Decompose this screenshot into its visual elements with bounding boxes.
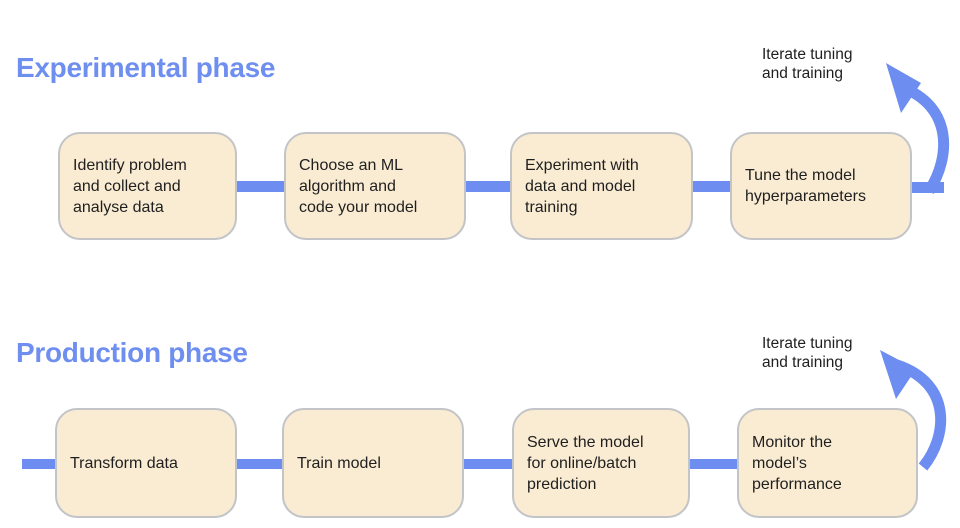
connector-line xyxy=(458,459,518,469)
step-box-identify-problem: Identify problem and collect and analyse… xyxy=(58,132,237,240)
step-text-line: performance xyxy=(752,475,842,493)
step-text-line: Identify problem xyxy=(73,156,187,174)
step-text-line: analyse data xyxy=(73,198,164,216)
step-box-tune-hyperparameters: Tune the model hyperparameters xyxy=(730,132,912,240)
step-text-line: prediction xyxy=(527,475,597,493)
step-box-train-model: Train model xyxy=(282,408,464,518)
iterate-arrowhead xyxy=(880,350,916,399)
step-box-monitor-performance: Monitor the model’s performance xyxy=(737,408,918,518)
step-text-line: training xyxy=(525,198,578,216)
step-box-serve-model: Serve the model for online/batch predict… xyxy=(512,408,690,518)
connector-line xyxy=(230,181,290,192)
iterate-arrow-icon xyxy=(886,63,950,194)
step-box-choose-algorithm: Choose an ML algorithm and code your mod… xyxy=(284,132,466,240)
connector-line xyxy=(460,181,516,192)
connector-line xyxy=(22,459,60,469)
iterate-note-line: and training xyxy=(762,354,844,371)
step-text-line: code your model xyxy=(299,198,418,216)
connector-line xyxy=(688,181,736,192)
connector-line xyxy=(685,459,742,469)
phase-title-production: Production phase xyxy=(16,337,248,368)
iterate-arrow-curve xyxy=(898,81,950,194)
step-text-line: data and model xyxy=(525,177,636,195)
step-box-transform-data: Transform data xyxy=(55,408,237,518)
step-text-line: for online/batch xyxy=(527,454,637,472)
iterate-note-experimental: Iterate tuning and training xyxy=(762,45,852,83)
step-text-line: algorithm and xyxy=(299,177,396,195)
iterate-note-production: Iterate tuning and training xyxy=(762,334,852,372)
iterate-note-line: Iterate tuning xyxy=(762,335,853,352)
iterate-arrowhead xyxy=(886,63,921,113)
phase-title-experimental: Experimental phase xyxy=(16,52,276,83)
connector-line xyxy=(230,459,288,469)
step-text-line: Train model xyxy=(297,454,381,472)
step-text-line: Transform data xyxy=(70,454,178,472)
step-text-line: Choose an ML xyxy=(299,156,404,174)
iterate-arrow-icon xyxy=(880,350,947,471)
step-text-line: Tune the model xyxy=(745,167,856,184)
step-text-line: model’s xyxy=(752,454,807,472)
step-box-experiment-training: Experiment with data and model training xyxy=(510,132,693,240)
step-text-line: Serve the model xyxy=(527,433,644,451)
step-text-line: and collect and xyxy=(73,177,181,195)
iterate-note-line: and training xyxy=(762,65,844,82)
step-text-line: hyperparameters xyxy=(745,188,866,205)
step-text-line: Monitor the xyxy=(752,433,833,451)
iterate-note-line: Iterate tuning xyxy=(762,46,853,63)
step-text-line: Experiment with xyxy=(525,156,639,174)
